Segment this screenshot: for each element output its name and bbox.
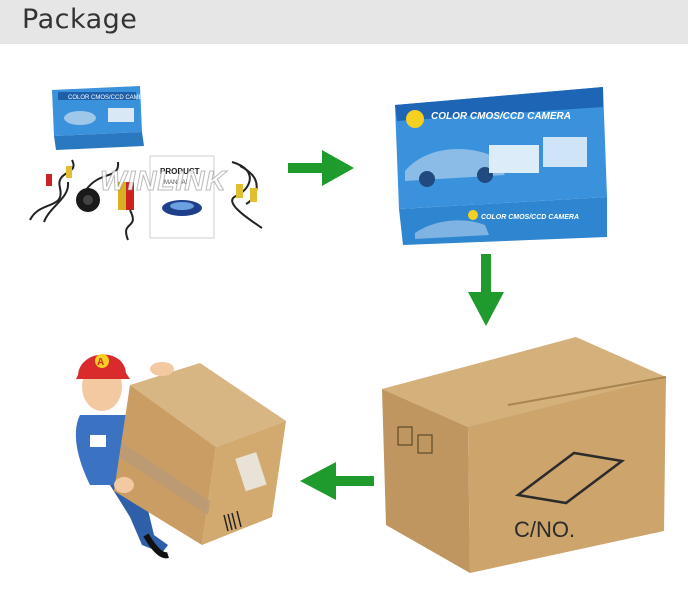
retail-box-front-print: COLOR CMOS/CCD CAMERA (431, 111, 571, 122)
carton-diamond-mark (514, 451, 626, 505)
rca-cable-left (29, 159, 75, 223)
product-manual: PRODUCT MANUAL (149, 155, 215, 239)
watermark-text: WINLINK (100, 165, 227, 197)
shipping-carton-image: C/NO. (378, 335, 670, 580)
carried-box-barcode (223, 510, 242, 532)
carried-box-front (114, 385, 216, 545)
carton-marking: C/NO. (514, 517, 575, 542)
arrow-down (468, 254, 504, 326)
retail-box-image: COLOR CMOS/CCD CAMERA COLOR CMOS/CCD CAM… (385, 85, 615, 245)
carton-top (382, 337, 666, 427)
arrow-left-bottom (300, 460, 374, 502)
manual-title: PRODUCT (160, 167, 200, 176)
section-title: Package (22, 4, 138, 35)
camera-unit (76, 161, 134, 241)
kit-contents-drawing: COLOR CMOS/CCD CAMERA PRODUCT MANUAL (29, 86, 263, 241)
small-camera-box: COLOR CMOS/CCD CAMERA (52, 86, 151, 150)
section-header: Package (0, 0, 688, 44)
arrow-left-icon (300, 462, 374, 500)
shipping-carton-drawing: C/NO. (382, 337, 667, 573)
retail-box-side-print: COLOR CMOS/CCD CAMERA (481, 214, 579, 221)
arrow-right-top (288, 148, 354, 188)
arrow-right-icon (288, 150, 354, 186)
carton-left-face (382, 389, 470, 573)
manual-subtitle: MANUAL (164, 180, 190, 186)
courier-cap-letter: A (97, 357, 104, 368)
courier-drawing: A (75, 354, 286, 559)
small-box-print: COLOR CMOS/CCD CAMERA (68, 95, 151, 101)
courier-image: A (50, 335, 300, 570)
arrow-down-icon (468, 254, 504, 326)
carried-box-top (130, 363, 286, 447)
retail-box-drawing: COLOR CMOS/CCD CAMERA COLOR CMOS/CCD CAM… (395, 87, 607, 245)
kit-contents-image: COLOR CMOS/CCD CAMERA PRODUCT MANUAL (10, 70, 290, 250)
carton-front-face (468, 377, 666, 573)
extension-cable (231, 161, 263, 229)
